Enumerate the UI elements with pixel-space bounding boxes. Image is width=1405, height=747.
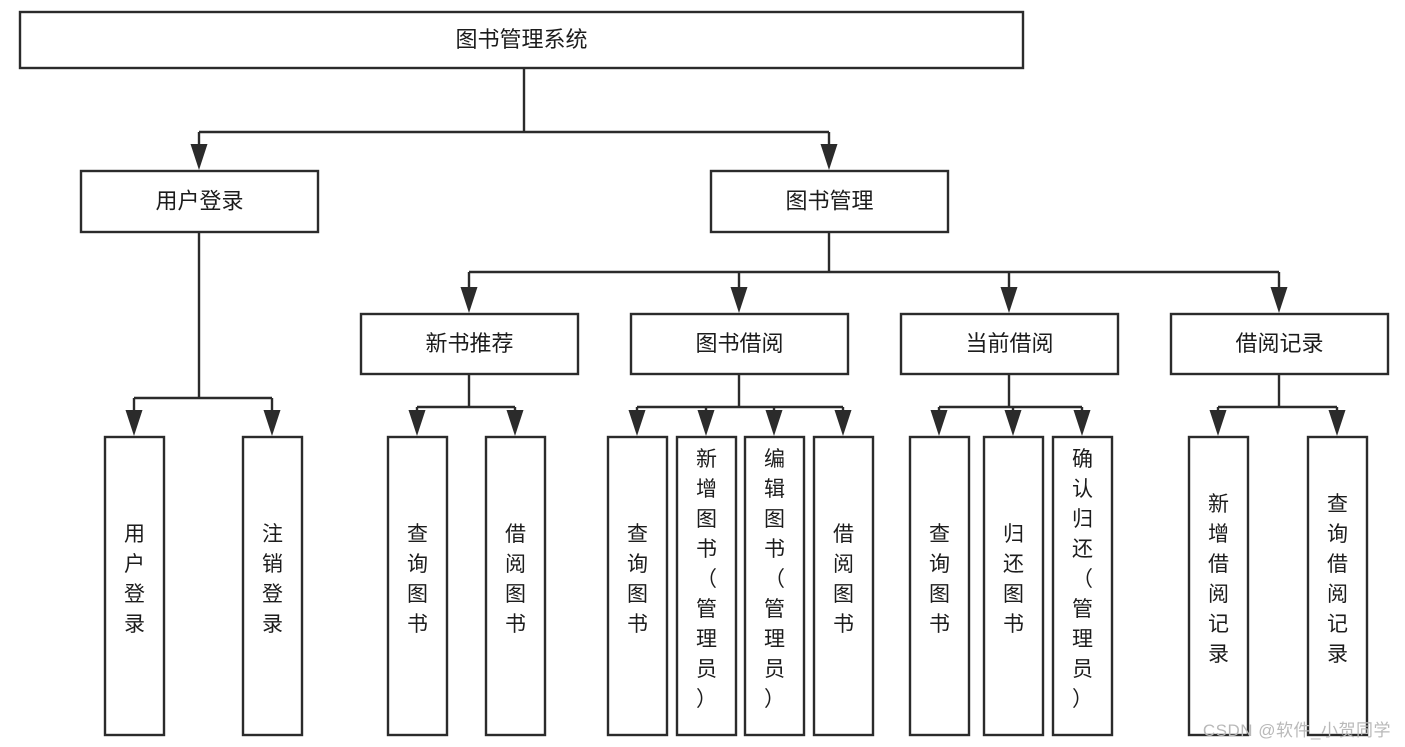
- node-leaf-user-login[interactable]: 用户登录: [103, 435, 166, 737]
- node-borrow-record-box[interactable]: [1169, 312, 1390, 376]
- node-leaf-query-record[interactable]: 查询借阅记录: [1306, 435, 1369, 737]
- connector-layer: [125, 68, 1346, 436]
- node-leaf-confirm-return-label: 确认归还（管理员）: [1072, 448, 1093, 711]
- node-leaf-borrow-book-1[interactable]: 借阅图书: [484, 435, 547, 737]
- node-leaf-logout[interactable]: 注销登录: [241, 435, 304, 737]
- connector-currentborrow-to-leaves: [930, 374, 1091, 436]
- node-new-book-recommend-label: 新书推荐: [425, 331, 513, 356]
- node-leaf-add-book-box[interactable]: [675, 435, 738, 737]
- connector-userlogin-to-leaves: [125, 232, 281, 436]
- node-leaf-add-book-label: 新增图书（管理员）: [696, 448, 717, 711]
- node-leaf-edit-book-label: 编辑图书（管理员）: [764, 448, 785, 711]
- node-leaf-add-record-box[interactable]: [1187, 435, 1250, 737]
- node-leaf-query-book-3-box[interactable]: [908, 435, 971, 737]
- node-root-system-label: 图书管理系统: [455, 27, 587, 52]
- node-book-borrow-box[interactable]: [629, 312, 850, 376]
- node-leaf-user-login-box[interactable]: [103, 435, 166, 737]
- node-leaf-query-book-2-label: 查询图书: [627, 523, 648, 636]
- node-user-login[interactable]: 用户登录: [79, 169, 320, 234]
- connector-root-to-level2: [190, 68, 838, 170]
- node-leaf-borrow-book-1-label: 借阅图书: [505, 523, 526, 636]
- node-leaf-user-login-label: 用户登录: [124, 523, 145, 636]
- node-user-login-label: 用户登录: [155, 188, 243, 213]
- node-book-management-label: 图书管理: [785, 188, 873, 213]
- node-leaf-borrow-book-1-box[interactable]: [484, 435, 547, 737]
- node-leaf-query-book-2-box[interactable]: [606, 435, 669, 737]
- node-leaf-borrow-book-2-label: 借阅图书: [833, 523, 854, 636]
- node-leaf-edit-book[interactable]: 编辑图书（管理员）: [743, 435, 806, 737]
- node-current-borrow-box[interactable]: [899, 312, 1120, 376]
- node-leaf-query-book-3-label: 查询图书: [929, 523, 950, 636]
- connector-borrowrecord-to-leaves: [1209, 374, 1346, 436]
- node-leaf-add-record[interactable]: 新增借阅记录: [1187, 435, 1250, 737]
- node-leaf-logout-label: 注销登录: [262, 523, 283, 636]
- node-new-book-recommend[interactable]: 新书推荐: [359, 312, 580, 376]
- node-book-borrow[interactable]: 图书借阅: [629, 312, 850, 376]
- node-current-borrow-label: 当前借阅: [965, 331, 1053, 356]
- node-leaf-query-book-2[interactable]: 查询图书: [606, 435, 669, 737]
- node-book-management-box[interactable]: [709, 169, 950, 234]
- node-borrow-record-label: 借阅记录: [1235, 331, 1323, 356]
- node-leaf-query-book-1[interactable]: 查询图书: [386, 435, 449, 737]
- node-layer: 图书管理系统用户登录图书管理新书推荐图书借阅当前借阅借阅记录用户登录注销登录查询…: [18, 10, 1390, 737]
- node-new-book-recommend-box[interactable]: [359, 312, 580, 376]
- node-book-management[interactable]: 图书管理: [709, 169, 950, 234]
- node-leaf-return-book[interactable]: 归还图书: [982, 435, 1045, 737]
- node-leaf-query-record-box[interactable]: [1306, 435, 1369, 737]
- node-leaf-edit-book-box[interactable]: [743, 435, 806, 737]
- node-leaf-logout-box[interactable]: [241, 435, 304, 737]
- connector-newbook-to-leaves: [408, 374, 524, 436]
- node-leaf-query-book-3[interactable]: 查询图书: [908, 435, 971, 737]
- connector-bookmgmt-to-level3: [460, 232, 1288, 313]
- node-leaf-query-book-1-box[interactable]: [386, 435, 449, 737]
- node-leaf-borrow-book-2-box[interactable]: [812, 435, 875, 737]
- node-borrow-record[interactable]: 借阅记录: [1169, 312, 1390, 376]
- node-leaf-query-record-label: 查询借阅记录: [1327, 493, 1348, 666]
- node-leaf-confirm-return[interactable]: 确认归还（管理员）: [1051, 435, 1114, 737]
- node-current-borrow[interactable]: 当前借阅: [899, 312, 1120, 376]
- node-root-system-box[interactable]: [18, 10, 1025, 70]
- node-leaf-borrow-book-2[interactable]: 借阅图书: [812, 435, 875, 737]
- node-leaf-confirm-return-box[interactable]: [1051, 435, 1114, 737]
- node-root-system[interactable]: 图书管理系统: [18, 10, 1025, 70]
- node-leaf-query-book-1-label: 查询图书: [407, 523, 428, 636]
- node-book-borrow-label: 图书借阅: [695, 331, 783, 356]
- node-leaf-return-book-label: 归还图书: [1003, 523, 1024, 636]
- node-user-login-box[interactable]: [79, 169, 320, 234]
- node-leaf-add-book[interactable]: 新增图书（管理员）: [675, 435, 738, 737]
- connector-bookborrow-to-leaves: [628, 374, 852, 436]
- node-leaf-return-book-box[interactable]: [982, 435, 1045, 737]
- node-leaf-add-record-label: 新增借阅记录: [1208, 493, 1229, 666]
